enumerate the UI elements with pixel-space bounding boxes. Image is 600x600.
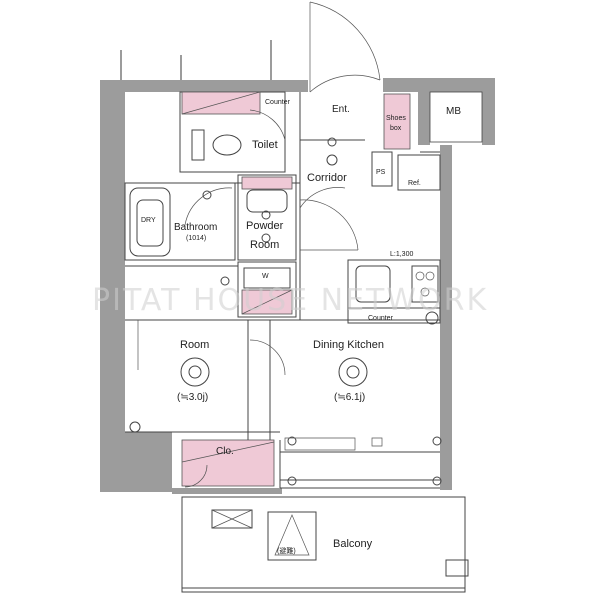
shoes-box-label-2: box bbox=[390, 125, 402, 132]
room-label: Room bbox=[180, 339, 209, 351]
storage-areas bbox=[181, 91, 411, 463]
balcony-area bbox=[181, 496, 469, 593]
ceiling-height-label: L:1,300 bbox=[390, 251, 413, 258]
interior-walls bbox=[124, 91, 441, 489]
exterior-walls bbox=[100, 40, 495, 494]
counter-top-label: Counter bbox=[265, 99, 291, 106]
shoes-box-label-1: Shoes bbox=[386, 115, 406, 122]
bathroom-label: Bathroom bbox=[174, 222, 217, 233]
entrance-label: Ent. bbox=[332, 104, 350, 115]
dry-unit-label: DRY bbox=[141, 217, 156, 224]
mb-label: MB bbox=[446, 106, 461, 117]
powder-room-label-2: Room bbox=[250, 239, 279, 251]
refrigerator-label: Ref. bbox=[408, 180, 421, 187]
kitchen-counter-label: Counter bbox=[368, 315, 394, 322]
washer-label: W bbox=[262, 273, 269, 280]
toilet-label: Toilet bbox=[252, 139, 278, 151]
bathroom-size: (1014) bbox=[186, 235, 206, 242]
watermark: PITAT HOUSE NETWORK bbox=[92, 283, 488, 318]
ps-label: PS bbox=[376, 169, 386, 176]
powder-room-label-1: Powder bbox=[246, 220, 284, 232]
room-labels: Ent. Toilet Corridor Shoes box MB PS Cou… bbox=[141, 99, 461, 555]
dining-kitchen-label: Dining Kitchen bbox=[313, 339, 384, 351]
door-swings bbox=[137, 1, 381, 488]
balcony-label: Balcony bbox=[333, 538, 373, 550]
evac-hatch-label: (避難) bbox=[277, 546, 296, 555]
room-size: (≒3.0j) bbox=[177, 392, 208, 403]
fixtures bbox=[129, 129, 442, 486]
corridor-label: Corridor bbox=[307, 172, 347, 184]
dining-kitchen-size: (≒6.1j) bbox=[334, 392, 365, 403]
closet-label: Clo. bbox=[216, 446, 234, 457]
